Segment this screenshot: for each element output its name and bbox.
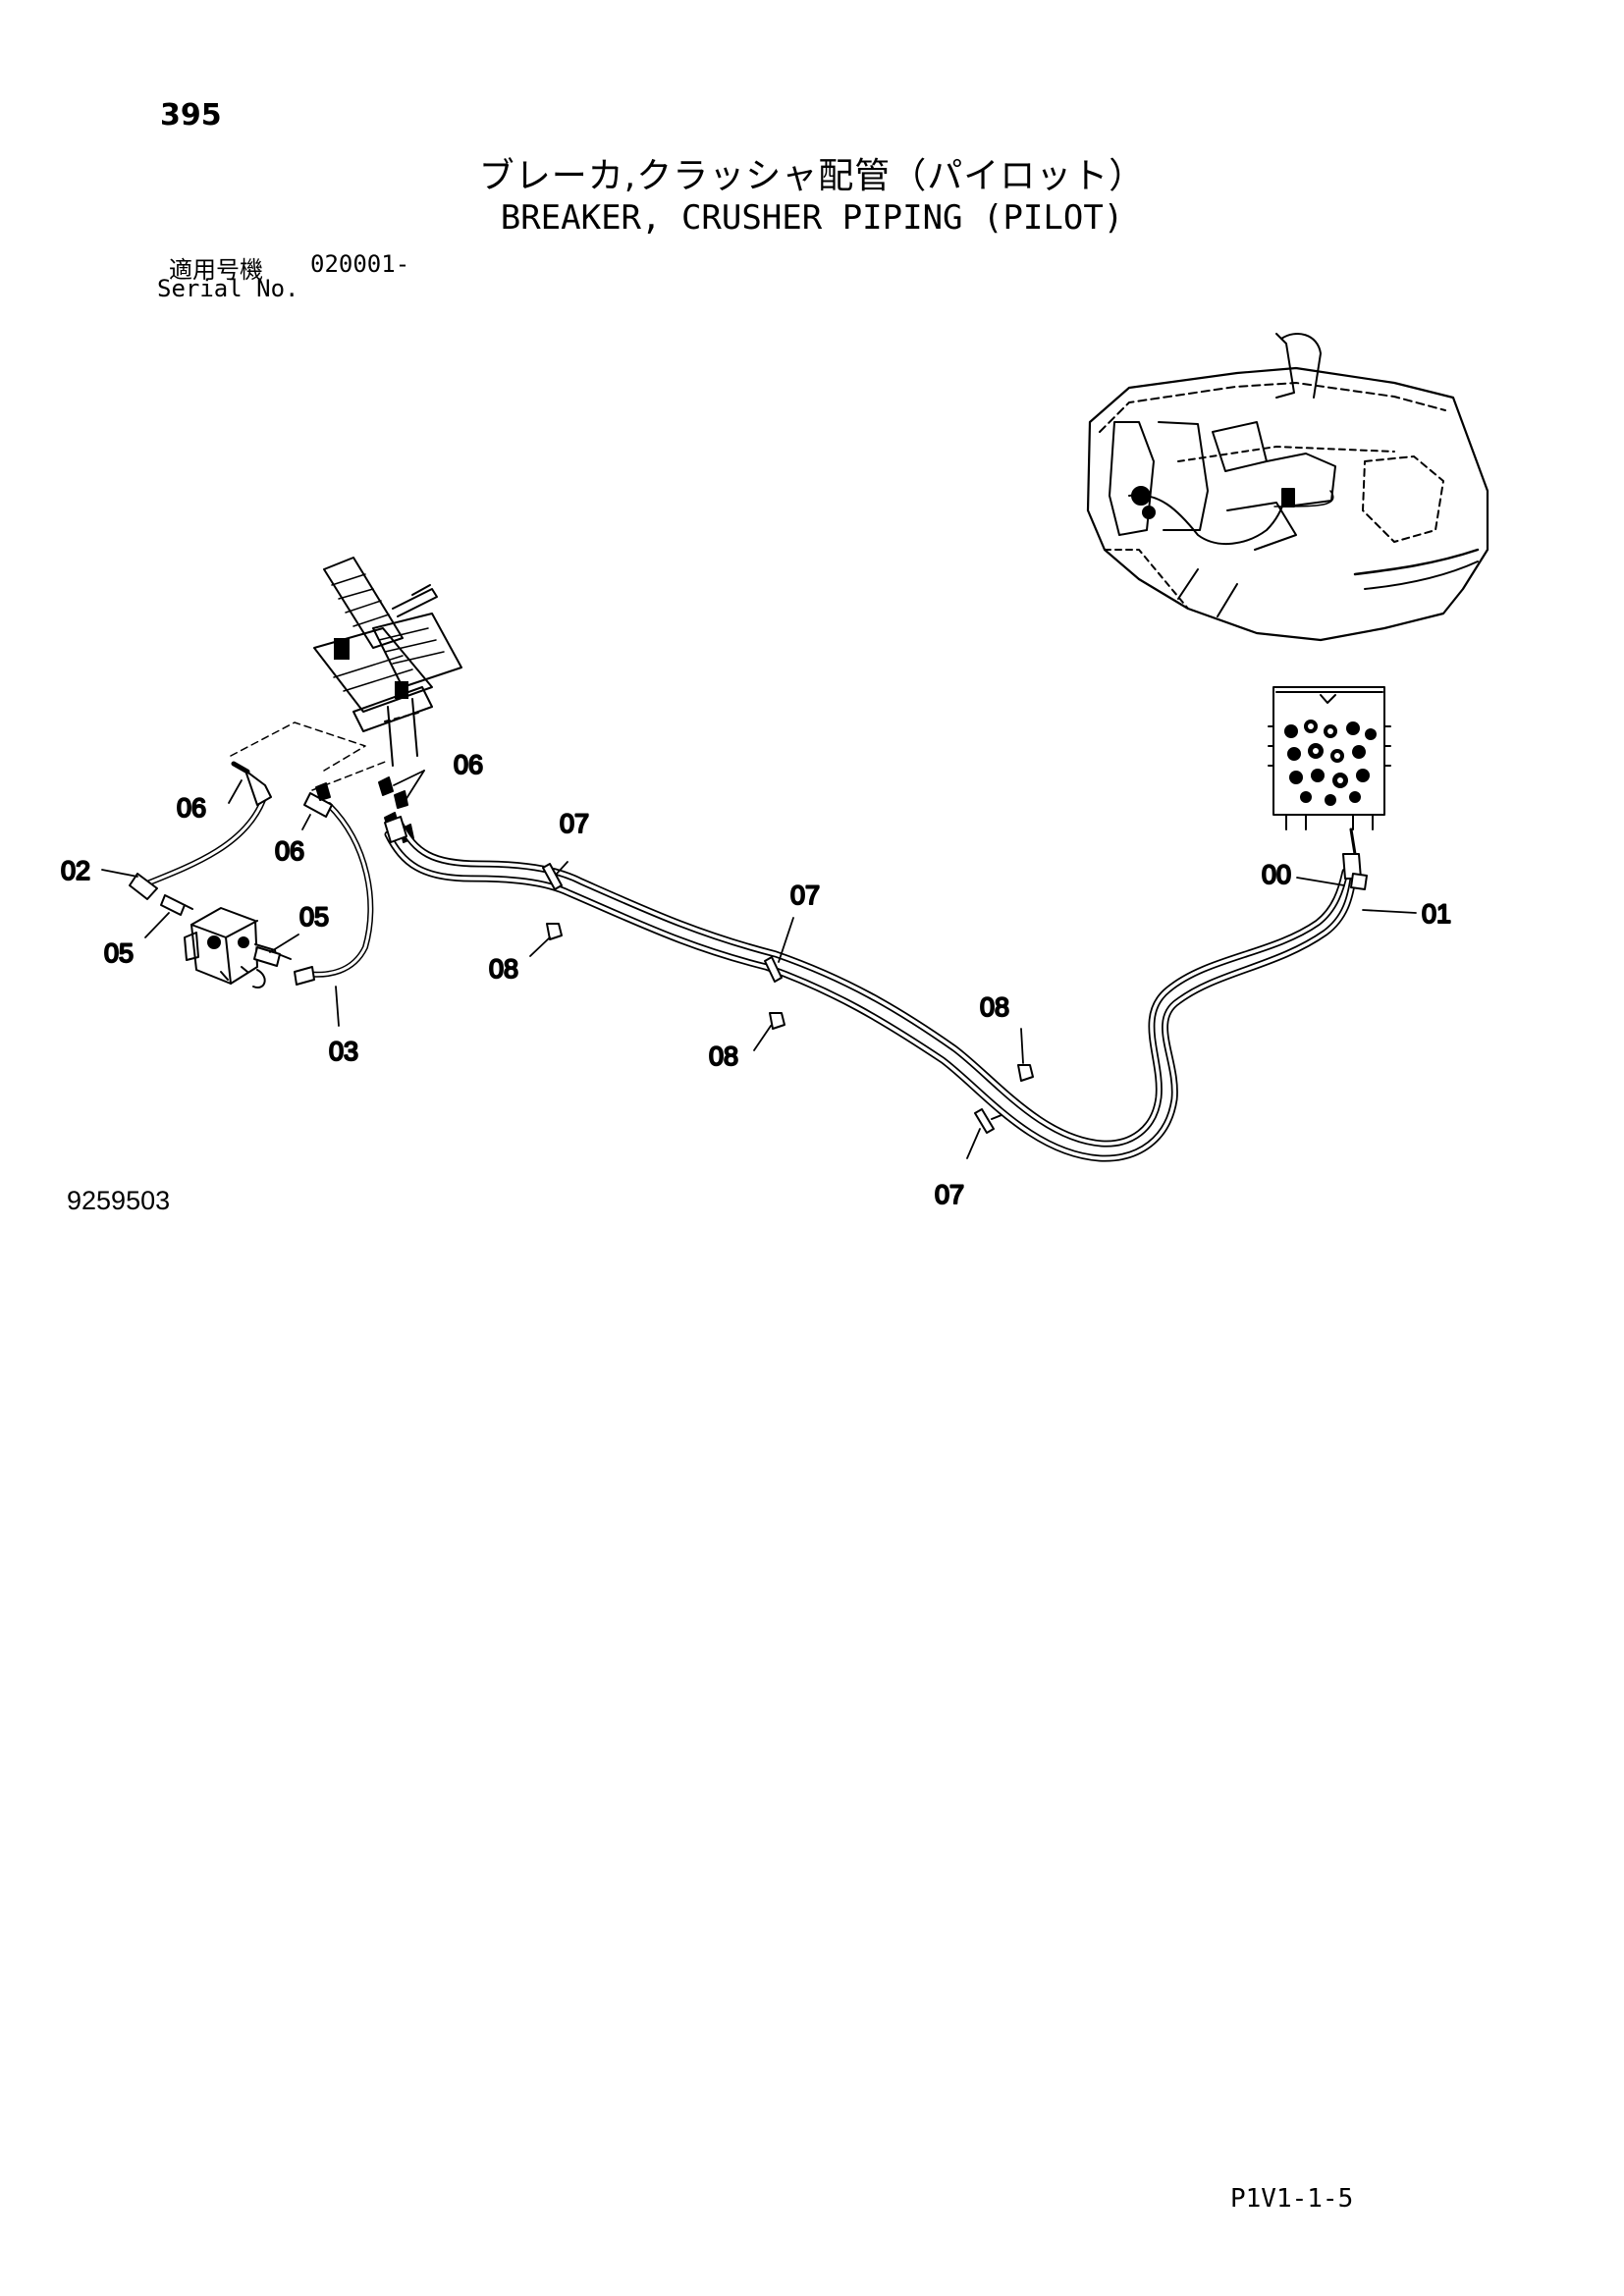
serial-range: 020001- — [310, 250, 410, 278]
clamp-07-c — [974, 1108, 1002, 1134]
page-title-jp: ブレーカ,クラッシャ配管（パイロット） — [478, 156, 1146, 196]
hose-assembly-02 — [129, 761, 272, 900]
hose-assembly-03 — [294, 792, 374, 986]
callout-02: 02 — [61, 856, 90, 885]
callout-06-left: 06 — [177, 793, 206, 823]
main-pilot-hoses — [384, 816, 1368, 1162]
bolt-08-a — [546, 923, 563, 940]
bolt-08-c — [1017, 1064, 1034, 1082]
serial-label-en: Serial No. — [157, 275, 299, 302]
selector-valve-block — [184, 907, 279, 988]
callout-08-b: 08 — [709, 1041, 738, 1071]
clamp-07-b — [764, 956, 783, 983]
pilot-valve-block — [1268, 686, 1391, 856]
bolt-08-b — [769, 1012, 785, 1030]
pedal-valve-assembly — [313, 557, 462, 767]
machine-overview-illustration — [1086, 333, 1489, 642]
page-title-en: BREAKER, CRUSHER PIPING (PILOT) — [500, 198, 1124, 238]
callout-01: 01 — [1422, 899, 1451, 929]
figure-number: 9259503 — [67, 1186, 171, 1215]
callout-07-b: 07 — [790, 881, 820, 910]
serial-label-jp: 適用号機 — [169, 256, 263, 284]
callout-leaders — [101, 770, 1417, 1159]
callout-05-upper: 05 — [299, 902, 329, 932]
callout-05-lower: 05 — [104, 938, 134, 968]
callout-07-c: 07 — [935, 1180, 964, 1209]
callout-08-c: 08 — [980, 992, 1009, 1022]
fitting-05-lower — [253, 946, 292, 967]
callout-08-a: 08 — [489, 954, 518, 984]
page-number: 395 — [160, 98, 222, 133]
fitting-05-upper — [160, 894, 193, 916]
callout-03: 03 — [329, 1037, 358, 1066]
callout-06-middle: 06 — [275, 836, 304, 866]
callout-00: 00 — [1262, 860, 1291, 889]
footer-page-code: P1V1-1-5 — [1230, 2184, 1354, 2214]
callout-07-a: 07 — [560, 809, 589, 838]
clamp-07-a — [542, 863, 563, 890]
callout-06-right: 06 — [454, 750, 483, 779]
